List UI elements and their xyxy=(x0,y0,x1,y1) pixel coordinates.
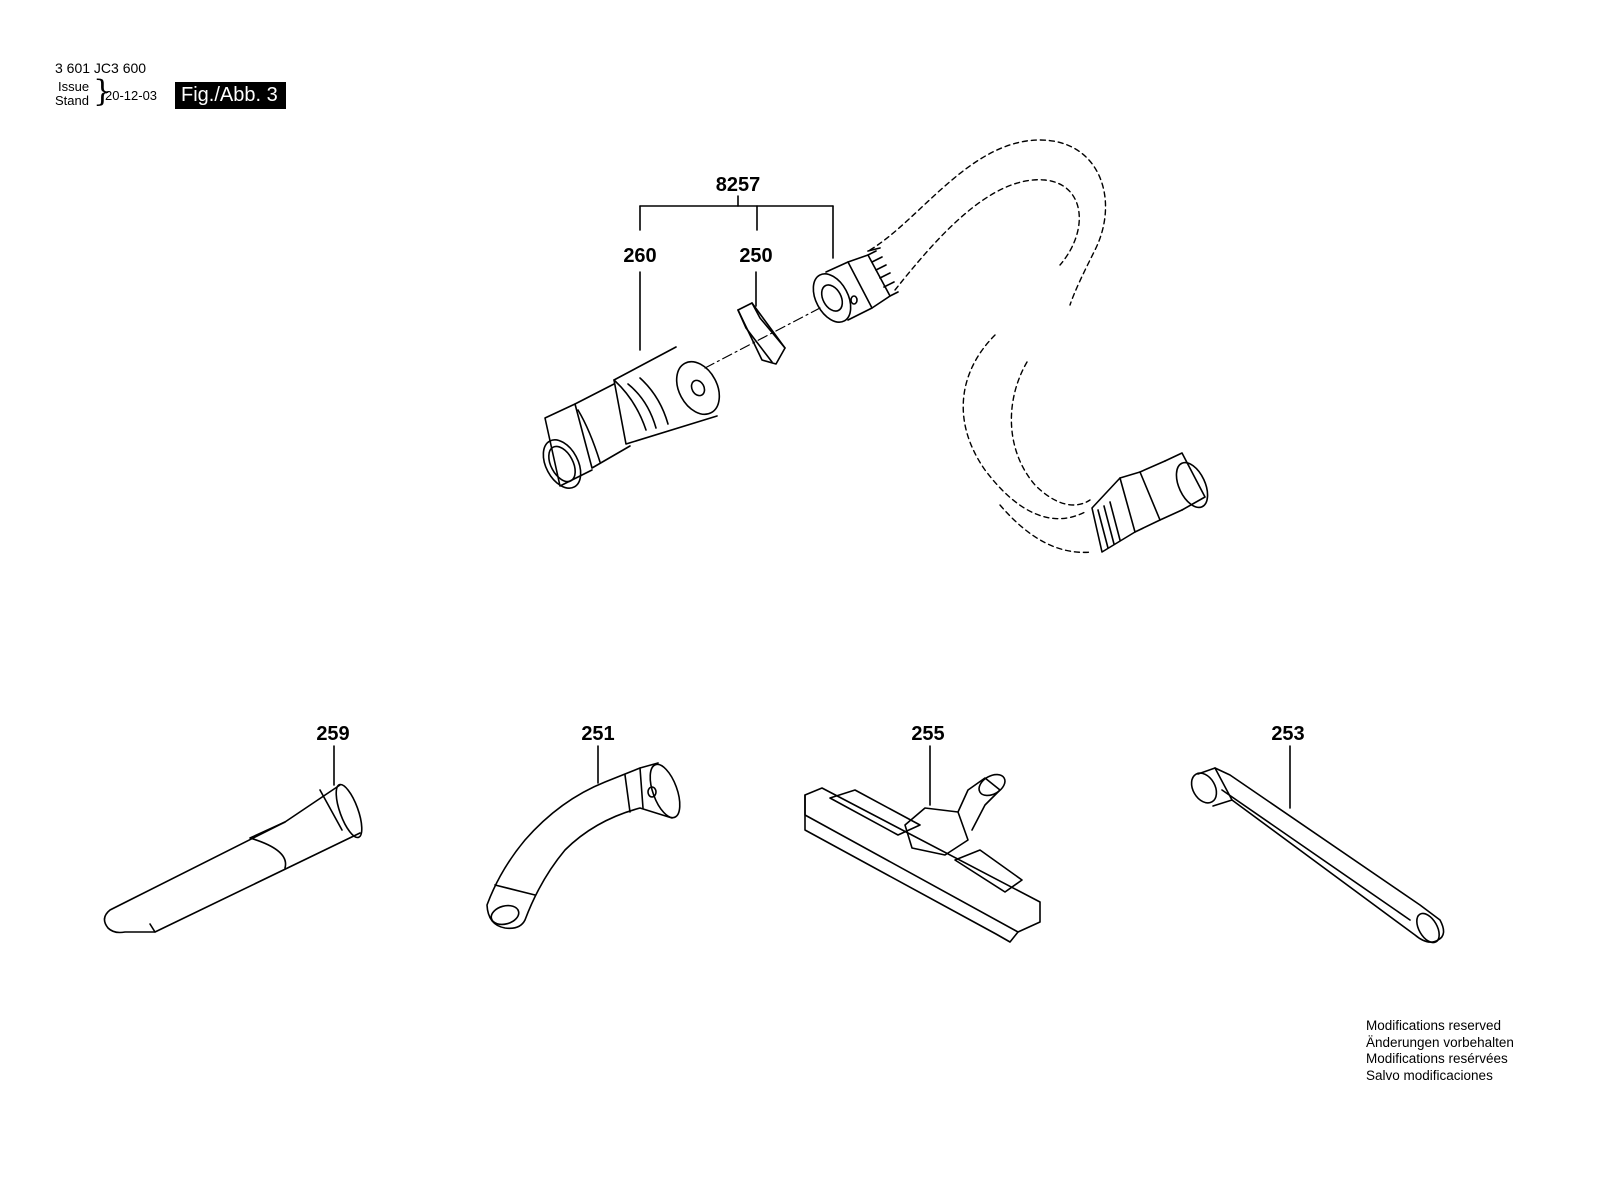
crevice-tool-259-drawing xyxy=(103,783,363,934)
hose-dashed-outline xyxy=(869,139,1107,554)
part-number: 3 601 JC3 600 xyxy=(55,60,147,76)
figure-label: Fig./Abb. 3 xyxy=(175,82,286,109)
clamp-250-drawing xyxy=(737,302,786,365)
callout-260: 260 xyxy=(623,245,656,267)
issue-labels: Issue Stand xyxy=(55,80,89,108)
notice-line-de: Änderungen vorbehalten xyxy=(1366,1034,1514,1050)
assembly-bracket xyxy=(639,195,834,351)
notice-line-en: Modifications reserved xyxy=(1366,1018,1502,1033)
stand-label: Stand xyxy=(55,93,89,108)
extension-tube-253-drawing xyxy=(1190,767,1445,944)
callout-255: 255 xyxy=(911,723,944,745)
callout-8257: 8257 xyxy=(716,174,761,196)
issue-date: 20-12-03 xyxy=(105,88,158,103)
notice-line-es: Salvo modificaciones xyxy=(1366,1067,1493,1083)
center-axis-line xyxy=(704,307,821,369)
issue-block: Issue Stand } 20-12-03 Fig./Abb. 3 xyxy=(55,74,315,120)
adapter-260-drawing xyxy=(542,346,721,489)
floor-nozzle-255-drawing xyxy=(804,773,1041,943)
callout-250: 250 xyxy=(739,245,772,267)
notice-line-fr: Modifications resérvées xyxy=(1366,1051,1508,1066)
brace-icon: } xyxy=(93,74,113,109)
issue-label: Issue xyxy=(58,79,90,94)
hose-end-connector-drawing xyxy=(1091,452,1209,553)
callout-259: 259 xyxy=(316,723,349,745)
callout-251: 251 xyxy=(581,723,614,745)
hose-connector-drawing xyxy=(812,247,899,323)
modifications-notice: Modifications reserved Änderungen vorbeh… xyxy=(1366,1018,1514,1084)
elbow-251-drawing xyxy=(486,762,681,930)
callout-253: 253 xyxy=(1271,723,1304,745)
